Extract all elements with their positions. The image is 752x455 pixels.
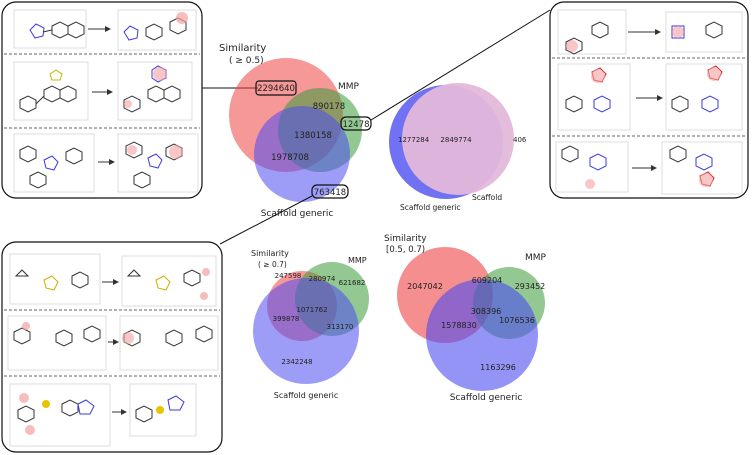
label-mmp-only: 293452 [515,282,546,291]
mmp-set-label: MMP [338,82,360,92]
label-scaffold-only: 2342248 [281,358,312,366]
scaffold-generic-set-label: Scaffold generic [450,393,523,403]
label-sim-mmp: 280974 [309,275,336,283]
label-similarity-only: 2294640 [257,84,295,94]
scaffold-generic-circle [253,278,359,384]
molecule-pair-1 [9,253,217,307]
scaffold-generic-set-label: Scaffold generic [274,391,339,400]
label-all-three: 1380158 [294,131,332,141]
similarity-subtitle: [0.5, 0.7) [386,245,425,255]
molecule-pair-2 [13,61,193,121]
similarity-subtitle: ( ≥ 0.5) [229,56,264,66]
label-sim-scaffold: 399878 [273,315,300,323]
molecule-pair-2 [557,63,743,131]
similarity-title: Similarity [384,234,427,244]
mmp-set-label: MMP [525,253,547,263]
label-sim-scaffold: 1578830 [441,321,477,330]
molecule-pair-1 [557,9,743,55]
scaffold-generic-circle [426,279,538,391]
label-all-three: 1071762 [296,306,327,314]
label-sim-mmp: 890178 [313,102,345,112]
scaffold-circle [402,83,514,195]
molecule-pair-3 [13,133,199,193]
label-sim-mmp: 609204 [472,276,503,285]
example-box-top-left [1,1,203,199]
label-mmp-only: 12478 [342,120,369,130]
label-mmp-only: 621682 [339,279,366,287]
label-sim-scaffold: 1978708 [271,153,309,163]
example-box-bottom-left [1,241,223,453]
venn-bottom-middle: Similarity ( ≥ 0.7) MMP 247598 280974 62… [251,249,369,400]
similarity-title: Similarity [219,43,266,54]
label-scaffold-only: 1163296 [480,363,516,372]
label-scaffold-only: 406 [513,136,527,144]
label-mmp-scaffold: 313170 [327,323,354,331]
label-similarity-only: 247598 [275,272,302,280]
molecule-pair-2 [7,315,219,371]
label-both: 2849774 [440,136,472,144]
scaffold-generic-set-label: Scaffold generic [400,203,461,212]
molecule-pair-3 [555,141,743,195]
venn-top-right: 1277284 2849774 406 Scaffold generic Sca… [389,83,527,212]
example-box-top-right [549,1,749,199]
scaffold-set-label: Scaffold [472,193,502,202]
molecule-pair-1 [13,9,197,51]
similarity-subtitle: ( ≥ 0.7) [258,260,287,269]
venn-bottom-right: Similarity [0.5, 0.7) MMP 2047042 609204… [384,234,547,403]
label-generic-only: 1277284 [398,136,430,144]
similarity-title: Similarity [251,249,289,258]
label-similarity-only: 2047042 [407,282,443,291]
molecule-pair-3 [9,383,197,447]
label-all-three: 308396 [471,307,502,316]
label-scaffold-only: 763418 [314,188,346,198]
mmp-set-label: MMP [348,256,367,265]
connector-line [219,195,313,245]
scaffold-generic-circle [254,106,350,202]
scaffold-generic-set-label: Scaffold generic [261,209,334,219]
label-mmp-scaffold: 1076536 [499,316,535,325]
connector-line [370,9,551,121]
venn-top-left: Similarity ( ≥ 0.5) 2294640 MMP 890178 1… [219,43,372,219]
